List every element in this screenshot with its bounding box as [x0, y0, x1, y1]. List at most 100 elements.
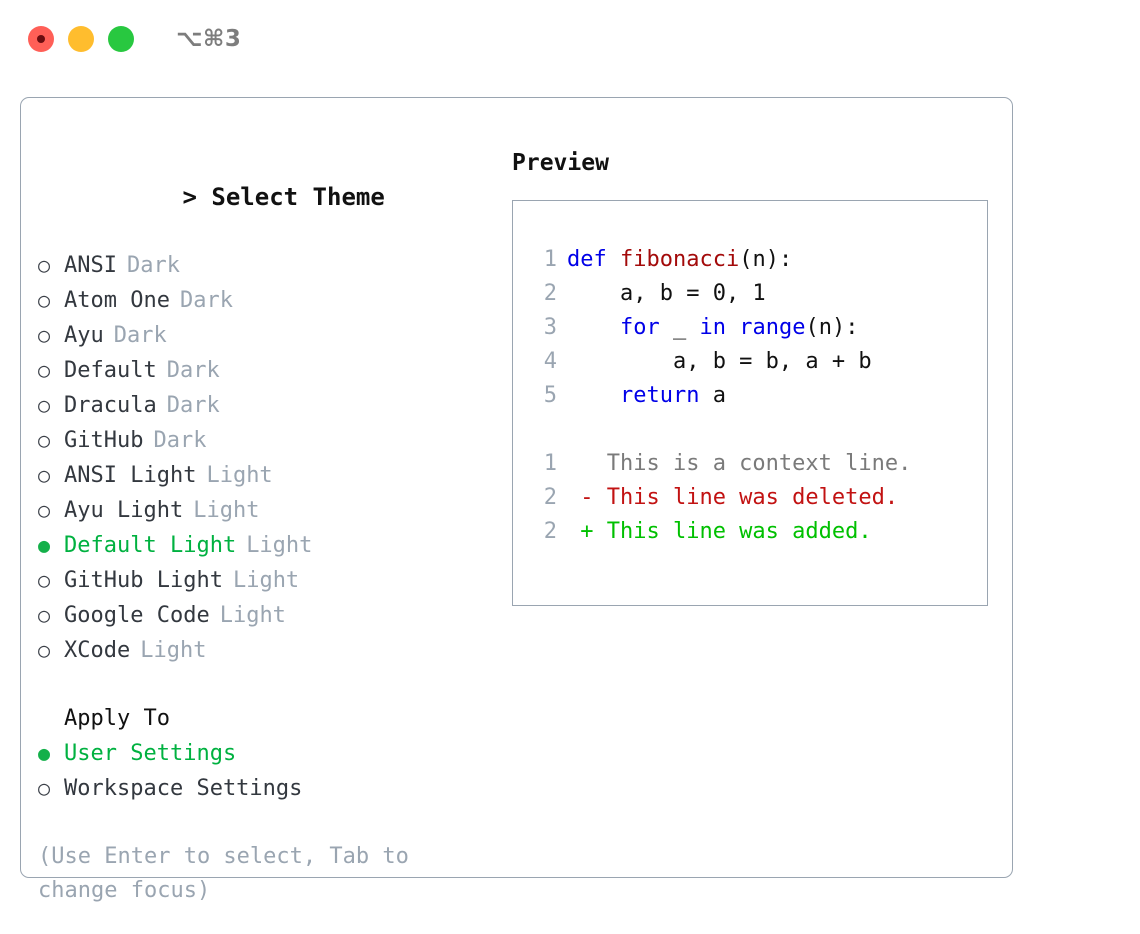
code-blank-line	[531, 413, 987, 447]
theme-option-label: Ayu Light	[64, 498, 184, 523]
radio-unselected-icon: ○	[38, 253, 51, 277]
theme-option-label: ANSI Light	[64, 463, 197, 488]
line-number: 4	[543, 349, 557, 374]
diff-line-content: + This line was added.	[567, 515, 872, 549]
apply-to-option-workspace-settings[interactable]: ○ Workspace Settings	[38, 771, 501, 806]
radio-selected-icon: ●	[38, 741, 51, 765]
radio-unselected-icon: ○	[38, 288, 51, 312]
theme-option-ayu-light[interactable]: ○ Ayu Light Light	[38, 493, 501, 528]
token-plain: a, b = b, a + b	[567, 349, 872, 374]
line-number: 5	[543, 383, 557, 408]
keyboard-hint-text: (Use Enter to select, Tab to change focu…	[38, 844, 409, 903]
theme-option-kind: Light	[140, 638, 207, 663]
line-number: 2	[543, 485, 557, 510]
radio-unselected-icon: ○	[38, 603, 51, 627]
line-number: 3	[543, 315, 557, 340]
preview-heading: Preview	[512, 150, 609, 176]
window-titlebar: ⌥⌘3	[0, 0, 1140, 78]
radio-unselected-icon: ○	[38, 638, 51, 662]
theme-option-kind: Dark	[166, 393, 220, 418]
token-del: - This line was deleted.	[567, 485, 899, 510]
code-line-content: for _ in range(n):	[567, 311, 858, 345]
zoom-button[interactable]	[108, 26, 134, 52]
line-number: 1	[543, 451, 557, 476]
radio-unselected-icon: ○	[38, 568, 51, 592]
code-line: 3 for _ in range(n):	[531, 311, 987, 345]
token-add: + This line was added.	[567, 519, 872, 544]
theme-option-kind: Dark	[153, 428, 207, 453]
radio-unselected-icon: ○	[38, 463, 51, 487]
radio-unselected-icon: ○	[38, 498, 51, 522]
theme-option-atom-one[interactable]: ○ Atom One Dark	[38, 283, 501, 318]
token-plain	[567, 315, 620, 340]
apply-to-option-list[interactable]: ● User Settings ○ Workspace Settings	[38, 736, 501, 806]
theme-option-label: GitHub	[64, 428, 144, 453]
theme-option-ansi-light[interactable]: ○ ANSI Light Light	[38, 458, 501, 493]
diff-sample: 1 This is a context line.2 - This line w…	[531, 447, 987, 549]
token-plain	[726, 315, 739, 340]
token-plain: (n):	[805, 315, 859, 340]
theme-option-default[interactable]: ○ Default Dark	[38, 353, 501, 388]
code-line-content: a, b = 0, 1	[567, 277, 766, 311]
diff-line: 2 - This line was deleted.	[531, 481, 987, 515]
line-number: 2	[543, 519, 557, 544]
close-button[interactable]	[28, 26, 54, 52]
token-plain	[567, 383, 620, 408]
keyboard-shortcut-label: ⌥⌘3	[176, 26, 242, 52]
theme-option-label: ANSI	[64, 253, 117, 278]
token-plain: (n):	[739, 247, 793, 272]
theme-option-label: Atom One	[64, 288, 170, 313]
theme-option-kind: Dark	[113, 323, 167, 348]
radio-unselected-icon: ○	[38, 323, 51, 347]
theme-option-kind: Light	[193, 498, 260, 523]
diff-line-content: This is a context line.	[567, 447, 912, 481]
radio-unselected-icon: ○	[38, 358, 51, 382]
code-line: 5 return a	[531, 379, 987, 413]
select-theme-heading-label: Select Theme	[211, 183, 385, 211]
theme-option-kind: Light	[246, 533, 313, 558]
apply-to-option-label: Workspace Settings	[64, 776, 303, 801]
code-line-content: a, b = b, a + b	[567, 345, 872, 379]
theme-option-kind: Dark	[179, 288, 233, 313]
diff-line: 2 + This line was added.	[531, 515, 987, 549]
line-number: 2	[543, 281, 557, 306]
token-kw: def	[567, 247, 607, 272]
theme-option-kind: Light	[206, 463, 273, 488]
radio-unselected-icon: ○	[38, 776, 51, 800]
apply-to-option-label: User Settings	[64, 741, 237, 766]
list-spacer	[38, 668, 501, 702]
apply-to-heading: Apply To	[64, 706, 170, 731]
line-number: 1	[543, 247, 557, 272]
code-line-content: def fibonacci(n):	[567, 243, 792, 277]
theme-option-kind: Dark	[166, 358, 220, 383]
token-plain: _	[659, 315, 700, 340]
apply-to-option-user-settings[interactable]: ● User Settings	[38, 736, 501, 771]
diff-line: 1 This is a context line.	[531, 447, 987, 481]
token-ctx: This is a context line.	[567, 451, 912, 476]
theme-option-dracula[interactable]: ○ Dracula Dark	[38, 388, 501, 423]
token-plain: a	[699, 383, 726, 408]
theme-option-label: Default	[64, 358, 157, 383]
minimize-button[interactable]	[68, 26, 94, 52]
token-kw: return	[619, 383, 700, 408]
code-line: 4 a, b = b, a + b	[531, 345, 987, 379]
token-kw: in	[699, 315, 726, 340]
code-line: 2 a, b = 0, 1	[531, 277, 987, 311]
radio-unselected-icon: ○	[38, 393, 51, 417]
diff-line-content: - This line was deleted.	[567, 481, 898, 515]
theme-option-label: Dracula	[64, 393, 157, 418]
theme-option-label: GitHub Light	[64, 568, 223, 593]
